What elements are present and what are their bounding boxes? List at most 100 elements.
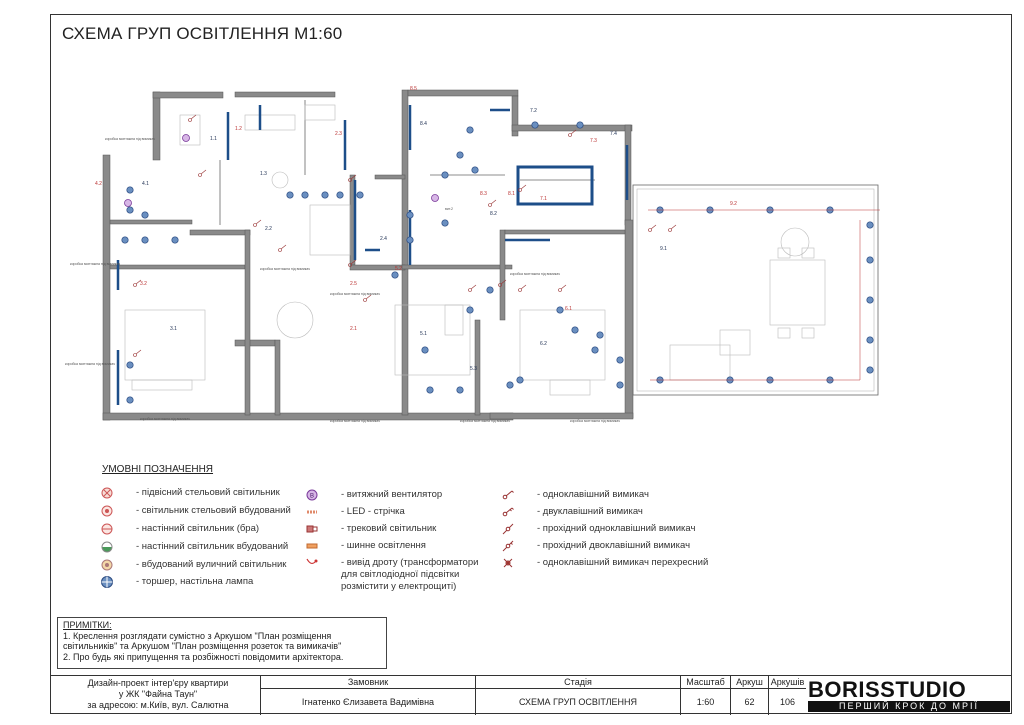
recessed-wall-light-icon (101, 541, 113, 553)
plan-note: коробка монтажна під вимикач (105, 137, 155, 141)
light-fixture (616, 381, 624, 389)
group-label: 2.3 (335, 131, 342, 137)
group-label: 1.3 (260, 171, 267, 177)
plan-note: коробка монтажна під вимикач (570, 419, 620, 423)
group-label: 8.5 (410, 86, 417, 92)
light-fixture (356, 191, 364, 199)
light-fixture (126, 206, 134, 214)
group-label: 8.3 (480, 191, 487, 197)
pendant-fixture (124, 199, 132, 207)
light-fixture (301, 191, 309, 199)
light-fixture (506, 381, 514, 389)
group-label: 3.2 (140, 281, 147, 287)
wire-outlet-icon (306, 558, 318, 565)
pass-single-switch-icon (502, 523, 514, 535)
plan-note: коробка монтажна під вимикач (510, 272, 560, 276)
switch (133, 349, 142, 357)
light-fixture (466, 306, 474, 314)
project-description: Дизайн-проект інтер'єру квартири у ЖК "Ф… (87, 678, 229, 710)
wall-sconce-icon (101, 523, 113, 535)
light-fixture (576, 121, 584, 129)
light-fixture (441, 171, 449, 179)
floor-lamp-icon (101, 576, 113, 588)
light-fixture (141, 211, 149, 219)
switch (363, 294, 372, 302)
light-fixture (421, 346, 429, 354)
light-fixture (616, 356, 624, 364)
light-fixture (866, 221, 874, 229)
group-label: 7.1 (540, 196, 547, 202)
light-fixture (321, 191, 329, 199)
switch (518, 284, 527, 292)
switch (558, 284, 567, 292)
double-switch-icon (502, 507, 514, 517)
group-label: 3.1 (170, 326, 177, 332)
group-label: 9.2 (730, 201, 737, 207)
switch (133, 279, 142, 287)
brand-logo: BORISSTUDIO ПЕРШИЙ КРОК ДО МРІЇ (808, 677, 1010, 713)
plan-note: коробка монтажна під вимикач (140, 417, 190, 421)
svg-text:B: B (310, 494, 314, 500)
group-label: 5.2 (395, 266, 402, 272)
switch (198, 169, 207, 177)
notes-heading: ПРИМІТКИ: (63, 620, 112, 630)
switch (468, 284, 477, 292)
switch (568, 129, 577, 137)
switch (488, 199, 497, 207)
legend-item-outdoor: - вбудований вуличний світильник (101, 559, 286, 571)
legend-item-switch1: - одноклавішний вимикач (502, 489, 649, 500)
notes-line-2: 2. Про будь які припущення та розбіжност… (63, 651, 344, 662)
group-label: 4.2 (95, 181, 102, 187)
light-fixture (126, 396, 134, 404)
group-label: 4.1 (142, 181, 149, 187)
group-label: 7.2 (530, 108, 537, 114)
light-fixture (141, 236, 149, 244)
switch (278, 244, 287, 252)
pass-double-switch-icon (502, 540, 514, 552)
legend-item-recessed: - світильник стельовий вбудований (101, 505, 291, 517)
light-fixture (456, 386, 464, 394)
group-label: 6.1 (565, 306, 572, 312)
light-fixture (556, 306, 564, 314)
group-label: 2.4 (380, 236, 387, 242)
recessed-ceiling-light-icon (101, 505, 113, 517)
plan-note: коробка монтажна під вимикач (330, 292, 380, 296)
bus-lighting-icon (306, 543, 318, 549)
light-fixture (866, 336, 874, 344)
light-fixture (286, 191, 294, 199)
outdoor-light-icon (101, 559, 113, 571)
pendant-fixture (182, 134, 190, 142)
plan-note: коробка монтажна під вимикач (65, 362, 115, 366)
light-fixture (596, 331, 604, 339)
light-fixture (466, 126, 474, 134)
brand-slogan: ПЕРШИЙ КРОК ДО МРІЇ (808, 701, 1010, 712)
group-label: 6.2 (540, 341, 547, 347)
light-fixture (516, 376, 524, 384)
light-fixture (486, 286, 494, 294)
group-label: 1.2 (235, 126, 242, 132)
legend-item-pass2: - прохідний двоклавішний вимикач (502, 540, 690, 552)
light-fixture (391, 271, 399, 279)
legend-item-bus: - шинне освітлення (306, 540, 426, 551)
light-fixture (456, 151, 464, 159)
legend-item-switch2: - двуклавішний вимикач (502, 506, 643, 517)
group-label: 7.3 (590, 138, 597, 144)
exhaust-fan-icon: B (306, 489, 318, 501)
light-fixture (121, 236, 129, 244)
switch (668, 224, 677, 232)
switch (648, 224, 657, 232)
light-fixture (126, 361, 134, 369)
floor-plan: 1.11.21.32.12.22.32.42.53.13.24.14.25.15… (65, 86, 880, 423)
legend-item-track: - трековий світильник (306, 523, 436, 534)
legend-item-wire: - вивід дроту (трансформатори для світло… (306, 557, 491, 593)
group-label: 1.1 (210, 136, 217, 142)
cross-switch-icon (503, 558, 513, 568)
legend-item-recessed-wall: - настінний світильник вбудований (101, 541, 288, 553)
switch (348, 174, 357, 182)
group-label: 5.1 (420, 331, 427, 337)
light-fixture (336, 191, 344, 199)
switch (253, 219, 262, 227)
switch (498, 279, 507, 287)
